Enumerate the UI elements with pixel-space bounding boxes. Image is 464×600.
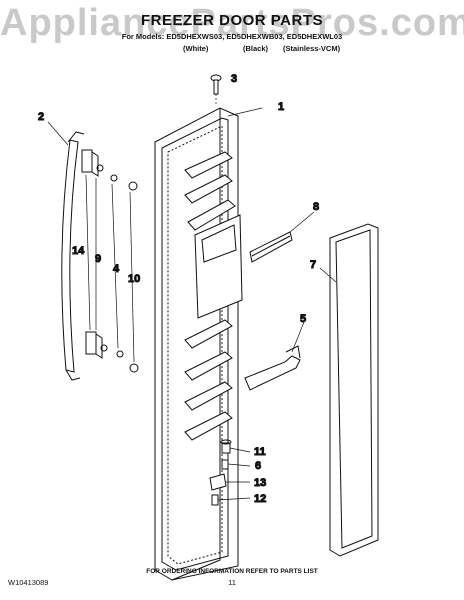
callout-12: 12 <box>254 493 266 505</box>
variant-stainless: (Stainless-VCM) <box>283 44 341 53</box>
handle-bracket-bottom <box>85 331 139 373</box>
model-numbers: For Models: ED5DHEXWS03, ED5DHEXWB03, ED… <box>121 32 343 41</box>
callout-1: 1 <box>278 101 284 113</box>
hinge-parts <box>209 439 232 506</box>
shelf-bar <box>244 345 301 391</box>
callout-3: 3 <box>231 73 237 85</box>
leader-lines-left <box>47 121 135 363</box>
callout-9: 9 <box>95 253 101 265</box>
callout-7: 7 <box>310 259 316 271</box>
callout-13: 13 <box>254 477 266 489</box>
page-title: FREEZER DOOR PARTS <box>140 12 324 29</box>
callout-4: 4 <box>113 263 120 275</box>
callout-14: 14 <box>72 245 85 257</box>
door-handle <box>61 131 85 381</box>
page-number: 11 <box>228 578 236 587</box>
callout-6: 6 <box>255 460 261 472</box>
ordering-footer: FOR ORDERING INFORMATION REFER TO PARTS … <box>146 568 318 575</box>
leader-lines-right <box>217 107 337 501</box>
callout-8: 8 <box>313 201 319 213</box>
top-screw <box>210 74 222 106</box>
watermark: AppliancePartsPros.com <box>0 2 464 44</box>
trim-strip <box>249 231 293 263</box>
handle-bracket-top <box>81 149 138 191</box>
callout-5: 5 <box>300 313 306 325</box>
door-panel <box>154 107 243 581</box>
callout-11: 11 <box>254 446 266 458</box>
variant-black: (Black) <box>243 44 269 53</box>
door-gasket <box>329 223 379 557</box>
callout-10: 10 <box>128 273 140 285</box>
callout-2: 2 <box>38 111 44 123</box>
variant-white: (White) <box>183 44 209 53</box>
document-number: W10413089 <box>8 578 49 587</box>
